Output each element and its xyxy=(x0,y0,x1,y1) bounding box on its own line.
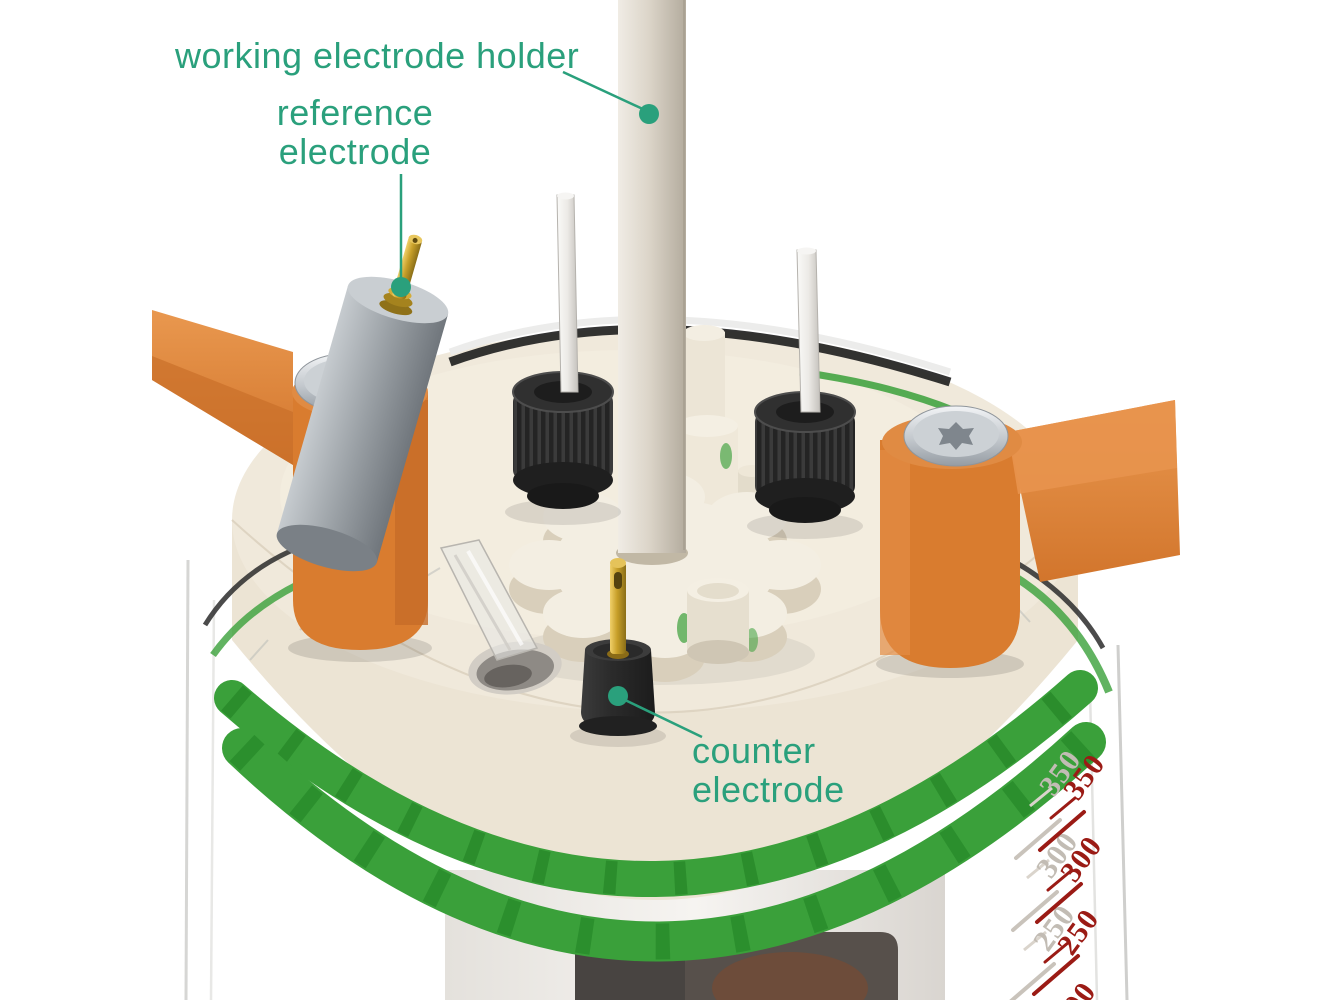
port-bottom xyxy=(687,640,749,664)
counter-pin-slot xyxy=(614,572,622,589)
leader-dot-counter-electrode xyxy=(608,686,628,706)
right-clamp-arm-top xyxy=(1008,400,1177,494)
counter-electrode-label: counter electrode xyxy=(692,731,845,809)
reference-electrode-label-line2: electrode xyxy=(278,131,432,172)
reference-electrode-label: reference electrode xyxy=(240,93,470,171)
pillar-upper-top xyxy=(683,325,725,341)
front-port-cylinder xyxy=(677,578,758,664)
counter-electrode-label-line1: counter xyxy=(692,730,816,771)
pillar-green-sliver xyxy=(720,443,732,469)
beaker-left-wall xyxy=(184,559,190,1000)
reference-glass-tube xyxy=(439,539,539,661)
beaker-right-wall xyxy=(1116,644,1129,1000)
left-knob-collar xyxy=(527,483,599,509)
leader-line-working-electrode xyxy=(562,70,646,112)
insert-recess-brown xyxy=(712,952,868,1000)
right-torx-icon xyxy=(938,422,974,450)
counter-electrode xyxy=(570,558,666,747)
left-knob-body xyxy=(513,392,613,480)
graduation-ticks xyxy=(1032,796,1086,996)
leader-dot-reference-electrode xyxy=(391,277,411,297)
reference-electrode-label-line1: reference xyxy=(276,92,434,133)
seal-ring-lower-segments xyxy=(229,728,1099,960)
counter-electrode-label-line2: electrode xyxy=(692,769,845,810)
seal-ring-lower xyxy=(222,722,1106,962)
right-knob-body xyxy=(755,412,855,496)
right-knurled-knob xyxy=(747,247,863,539)
rod-body xyxy=(618,0,686,553)
beaker-left-wall-inner xyxy=(209,599,216,1000)
graduation-200: 200 xyxy=(1048,976,1103,1000)
reference-pin-washer xyxy=(379,300,413,316)
right-port-rod xyxy=(796,249,821,413)
working-electrode-holder-label: working electrode holder xyxy=(175,35,580,76)
counter-pin-tip xyxy=(610,558,626,568)
pillar-lower-top xyxy=(676,415,738,437)
right-knob-collar xyxy=(769,497,841,523)
seal-ring-upper xyxy=(214,670,1098,897)
counter-cap-flare xyxy=(579,716,657,736)
annotation-leaders xyxy=(391,70,703,739)
lid-side-wall xyxy=(232,520,1078,900)
working-electrode-rod xyxy=(616,0,688,565)
leader-dot-working-electrode xyxy=(639,104,659,124)
right-clamp-body-highlight xyxy=(880,450,910,655)
reference-electrode-body xyxy=(276,285,448,563)
left-port-rod-tip xyxy=(557,192,574,200)
right-clamp xyxy=(876,400,1180,678)
right-clamp-body xyxy=(880,440,1020,668)
left-port-rod xyxy=(556,194,579,393)
right-port-rod-tip xyxy=(797,247,816,255)
left-clamp-arm-shade xyxy=(152,356,293,465)
lid-port-hole xyxy=(468,641,562,695)
right-knob-shadow xyxy=(747,513,863,539)
leader-line-counter-electrode xyxy=(624,698,703,739)
port-top-inner xyxy=(697,583,739,599)
left-knob-shadow xyxy=(505,499,621,525)
reference-pin-tip-hole xyxy=(412,237,418,243)
reference-electrode-bottom xyxy=(276,524,378,572)
left-knurled-knob xyxy=(505,192,621,525)
